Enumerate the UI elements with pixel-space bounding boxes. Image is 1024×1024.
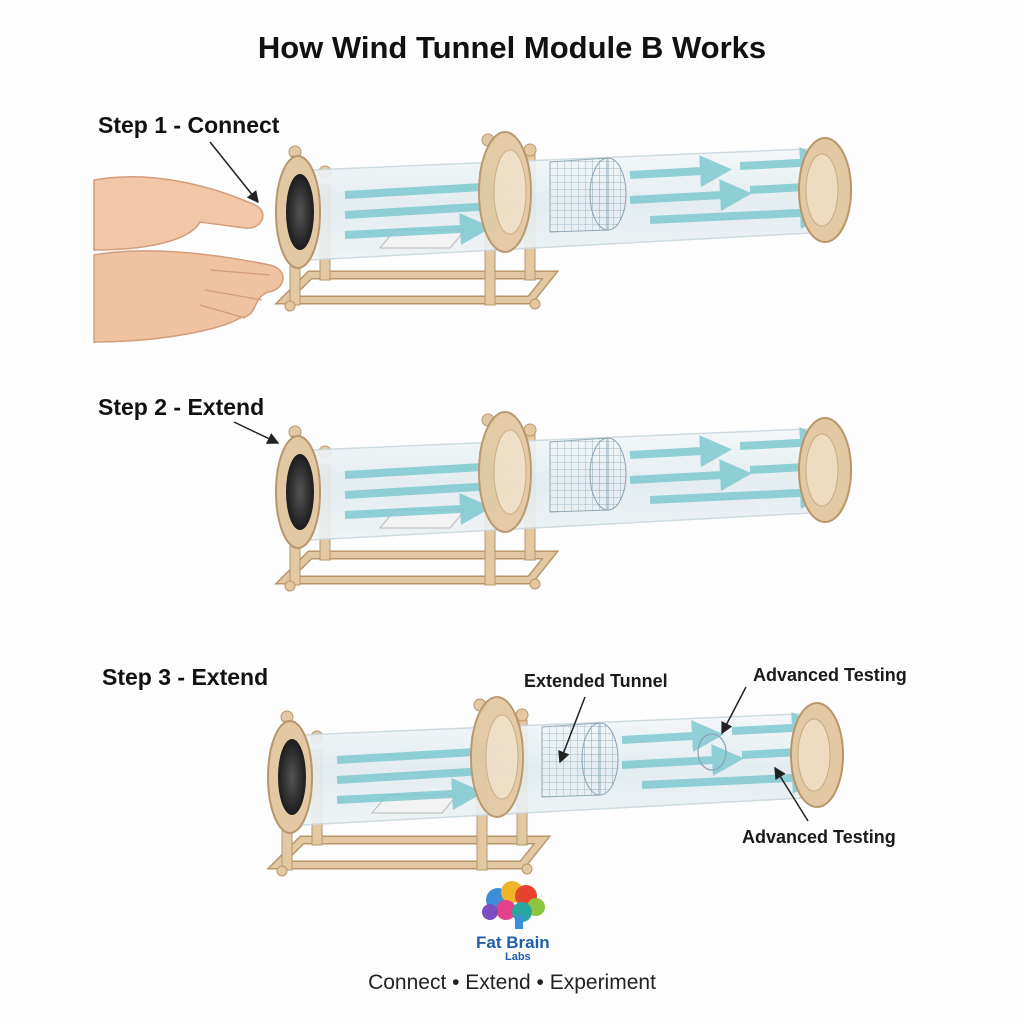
tunnel-unit-step-1 xyxy=(276,132,851,311)
brand-sub: Labs xyxy=(505,951,531,963)
fat-brain-logo-icon xyxy=(482,881,545,929)
test-object-ring xyxy=(697,733,727,771)
tagline: Connect • Extend • Experiment xyxy=(368,971,656,994)
diagram-title: How Wind Tunnel Module B Works xyxy=(257,30,767,65)
advanced-testing-callout-bottom: Advanced Testing xyxy=(742,827,896,847)
step-1-label: Step 1 - Connect xyxy=(98,112,280,138)
extended-tunnel-callout: Extended Tunnel xyxy=(524,671,668,691)
hands-illustration xyxy=(93,176,284,343)
step-3-label: Step 3 - Extend xyxy=(102,664,269,690)
tunnel-unit-step-3 xyxy=(268,697,843,876)
step-2-label: Step 2 - Extend xyxy=(98,394,265,420)
tunnel-unit-step-2 xyxy=(276,412,851,591)
advanced-testing-callout-top: Advanced Testing xyxy=(753,665,907,685)
brand-name: Fat Brain xyxy=(476,933,550,952)
